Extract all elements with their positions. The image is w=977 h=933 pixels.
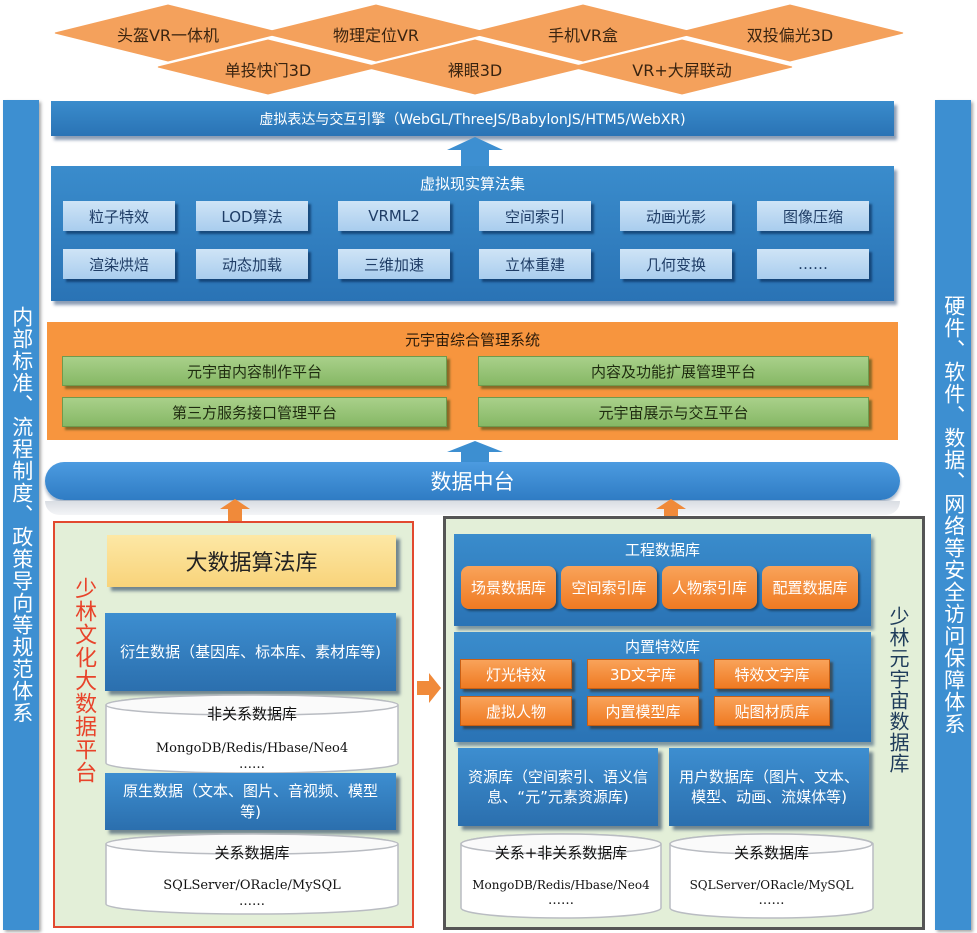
device-label: 手机VR盒 [547, 26, 619, 45]
management-title: 元宇宙综合管理系统 [404, 330, 540, 349]
effects-db-title: 内置特效库 [624, 637, 700, 656]
algorithm-item: 粒子特效 [63, 201, 175, 231]
relational-db-more: …… [758, 892, 785, 908]
nosql-more: …… [239, 756, 265, 772]
effects-db-item: 3D文字库 [587, 659, 699, 689]
relational-db-cylinder [669, 833, 874, 919]
resource-db-box: 资源库（空间索引、语义信息、“元”元素资源库) [458, 748, 658, 826]
engineering-db-item: 空间索引库 [561, 566, 657, 609]
device-label: 单投快门3D [224, 61, 312, 80]
derived-data-box: 衍生数据（基因库、标本库、素材库等) [105, 613, 396, 691]
nosql-subtitle: MongoDB/Redis/Hbase/Neo4 [155, 740, 349, 756]
algorithm-item: 图像压缩 [757, 201, 869, 231]
shaolin-bigdata-title: 少林文化大数据平台 [71, 576, 97, 784]
shaolin-bigdata-title-wrap: 少林文化大数据平台 [66, 545, 100, 815]
relational-db-title: 关系数据库 [733, 843, 809, 862]
engineering-db-title: 工程数据库 [624, 540, 700, 559]
sql-title: 关系数据库 [214, 843, 290, 862]
effects-db-item: 贴图材质库 [714, 696, 830, 726]
mixed-db-more: …… [548, 892, 574, 908]
effects-db-item: 虚拟人物 [460, 696, 572, 726]
device-label: 裸眼3D [447, 61, 503, 80]
data-center-bar: 数据中台 [45, 462, 900, 500]
mgmt-item: 第三方服务接口管理平台 [62, 397, 447, 427]
device-label: 双投偏光3D [746, 26, 834, 45]
engineering-db-item: 配置数据库 [762, 566, 858, 609]
diamond-shape [676, 4, 904, 62]
sql-more: …… [239, 893, 265, 909]
mixed-db-title: 关系+非关系数据库 [494, 843, 628, 862]
up-arrow-icon [220, 499, 250, 522]
data-center-shadow [45, 501, 900, 515]
nosql-title: 非关系数据库 [206, 704, 297, 723]
algorithm-title: 虚拟现实算法集 [419, 174, 525, 193]
metaverse-title-wrap: 少林元宇宙数据库 [880, 560, 916, 820]
algorithm-panel: 虚拟现实算法集 [51, 166, 894, 301]
mixed-db-subtitle: MongoDB/Redis/Hbase/Neo4 [472, 878, 650, 892]
diamond-shape [571, 39, 793, 95]
effects-db-item: 特效文字库 [714, 659, 830, 689]
device-label: 头盔VR一体机 [116, 26, 220, 45]
device-label: VR+大屏联动 [632, 61, 732, 80]
left-standards-text: 内部标准、流程制度、政策导向等规范体系 [9, 306, 34, 724]
effects-db-item: 灯光特效 [460, 659, 572, 689]
up-arrow-icon [447, 137, 503, 166]
algorithm-item: LOD算法 [196, 201, 308, 231]
mgmt-item: 内容及功能扩展管理平台 [478, 356, 869, 386]
bigdata-algorithm-lib: 大数据算法库 [107, 535, 396, 587]
engine-bar: 虚拟表达与交互引擎（WebGL/ThreeJS/BabylonJS/HTM5/W… [51, 101, 894, 136]
algorithm-item: 动画光影 [620, 201, 732, 231]
device-diamonds [54, 4, 904, 95]
algorithm-item: 渲染烘焙 [63, 249, 175, 279]
up-arrow-icon [656, 499, 686, 522]
sql-subtitle: SQLServer/ORacle/MySQL [163, 877, 341, 893]
algorithm-item: 动态加载 [196, 249, 308, 279]
metaverse-title: 少林元宇宙数据库 [886, 606, 910, 774]
raw-data-box: 原生数据（文本、图片、音视频、模型等) [105, 773, 396, 830]
algorithm-item: 三维加速 [338, 249, 450, 279]
left-standards-bar: 内部标准、流程制度、政策导向等规范体系 [3, 100, 39, 930]
right-security-bar: 硬件、软件、数据、网络等安全访问保障体系 [935, 100, 971, 930]
mgmt-item: 元宇宙内容制作平台 [62, 356, 447, 386]
right-security-text: 硬件、软件、数据、网络等安全访问保障体系 [941, 295, 966, 735]
sql-cylinder [105, 833, 399, 915]
algorithm-item: 立体重建 [479, 249, 591, 279]
algorithm-item: VRML2 [338, 201, 450, 231]
relational-db-subtitle: SQLServer/ORacle/MySQL [689, 878, 854, 892]
engineering-db-item: 人物索引库 [662, 566, 757, 609]
nosql-cylinder [105, 694, 399, 774]
device-label: 物理定位VR [332, 26, 420, 45]
engineering-db-item: 场景数据库 [461, 566, 556, 609]
effects-db-item: 内置模型库 [587, 696, 699, 726]
algorithm-item: 空间索引 [479, 201, 591, 231]
mgmt-item: 元宇宙展示与交互平台 [478, 397, 869, 427]
user-db-box: 用户数据库（图片、文本、模型、动画、流媒体等) [669, 748, 869, 826]
up-arrow-icon [447, 441, 503, 465]
engine-text: 虚拟表达与交互引擎（WebGL/ThreeJS/BabylonJS/HTM5/W… [259, 111, 686, 128]
data-center-text: 数据中台 [430, 470, 515, 494]
algorithm-item: …… [757, 249, 869, 279]
algorithm-item: 几何变换 [620, 249, 732, 279]
right-arrow-icon [417, 673, 441, 703]
mixed-db-cylinder [460, 833, 662, 919]
